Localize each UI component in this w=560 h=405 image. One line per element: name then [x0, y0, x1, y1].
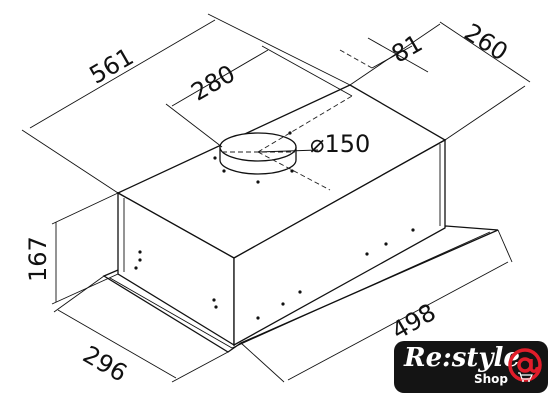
dimension-diameter: ⌀150	[257, 130, 370, 158]
center-lines	[257, 49, 373, 191]
screw-holes	[134, 228, 415, 320]
at-icon	[508, 348, 542, 382]
dimension-81: 81	[367, 29, 429, 73]
cart-icon	[518, 372, 533, 382]
dim-label-81: 81	[387, 29, 427, 69]
logo-sub-text: Shop	[474, 372, 509, 386]
dim-label-260: 260	[459, 18, 513, 66]
logo-brand-text: Re:style	[404, 343, 520, 373]
dim-label-498: 498	[387, 298, 441, 345]
dim-label-167: 167	[24, 236, 52, 282]
duct-collar	[213, 131, 297, 184]
dim-label-561: 561	[85, 42, 139, 89]
dim-label-diameter: ⌀150	[310, 130, 370, 158]
dim-label-280: 280	[186, 59, 240, 106]
dimension-167: 167	[24, 192, 119, 305]
